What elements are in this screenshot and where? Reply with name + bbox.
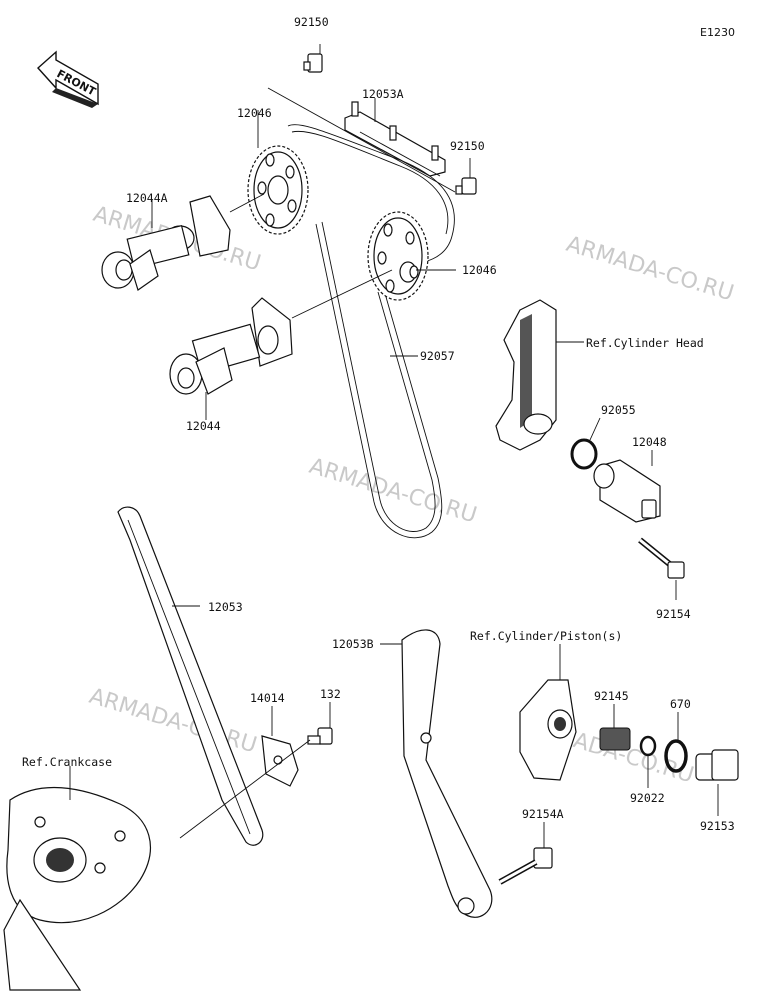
front-arrow-icon: FRONT: [37, 50, 99, 108]
label-92153: 92153: [700, 819, 735, 833]
label-12046-lower: 12046: [462, 263, 497, 277]
bolt-132-icon: [179, 702, 333, 839]
chain-guide-12053a-icon: [344, 98, 446, 177]
label-92145: 92145: [594, 689, 629, 703]
leader-bolt-guide: [267, 87, 456, 193]
bolt-92150-top-icon: [303, 44, 323, 73]
label-92154a: 92154A: [522, 807, 564, 821]
label-12044a: 12044A: [126, 191, 168, 205]
o-ring-670-icon: [664, 712, 688, 773]
camshaft-12044a-icon: [101, 193, 265, 291]
washer-92022-icon: [639, 735, 657, 788]
label-132: 132: [320, 687, 341, 701]
camshaft-12044-icon: [169, 269, 393, 420]
label-92154: 92154: [656, 607, 691, 621]
label-92150-top: 92150: [294, 15, 329, 29]
label-92022: 92022: [630, 791, 665, 805]
label-14014: 14014: [250, 691, 285, 705]
label-12053b: 12053B: [332, 637, 374, 651]
diagram-code: E1230: [700, 26, 735, 39]
bracket-14014-icon: [261, 706, 299, 787]
label-12044: 12044: [186, 419, 221, 433]
bolt-92154-icon: [638, 537, 685, 600]
cam-chain-92057-icon: [287, 124, 455, 539]
sprocket-12046-top-icon: [247, 110, 309, 235]
cylinder-piston-ref-icon: [519, 644, 577, 781]
chain-guide-12053-icon: [117, 506, 264, 846]
part-labels: 92150 12053A 12046 92150 12044A 12046 Re…: [22, 15, 735, 833]
label-12053a: 12053A: [362, 87, 404, 101]
tensioner-12048-icon: [593, 450, 661, 523]
label-12053: 12053: [208, 600, 243, 614]
sprocket-12046-lower-icon: [367, 211, 456, 301]
watermark-4: ARMADA-CO.RU: [86, 684, 259, 759]
bolt-92154a-icon: [498, 822, 553, 885]
label-92057: 92057: [420, 349, 455, 363]
cylinder-head-ref-icon: [495, 299, 584, 451]
spring-92145-icon: [599, 704, 631, 751]
chain-guide-12053b-icon: [380, 629, 493, 918]
bolt-92150-right-icon: [455, 158, 477, 195]
plug-92153-icon: [695, 749, 739, 816]
o-ring-92055-icon: [570, 417, 601, 470]
label-ref-cylinder-head: Ref.Cylinder Head: [586, 336, 704, 350]
label-670: 670: [670, 697, 691, 711]
label-ref-crankcase: Ref.Crankcase: [22, 755, 112, 769]
label-ref-cylinder-piston: Ref.Cylinder/Piston(s): [470, 629, 622, 643]
watermark-2: ARMADA-CO.RU: [563, 232, 736, 307]
crankcase-ref-icon: [3, 766, 151, 991]
watermark-3: ARMADA-CO.RU: [306, 454, 479, 529]
label-92055: 92055: [601, 403, 636, 417]
label-92150-right: 92150: [450, 139, 485, 153]
label-12046-top: 12046: [237, 106, 272, 120]
label-12048: 12048: [632, 435, 667, 449]
